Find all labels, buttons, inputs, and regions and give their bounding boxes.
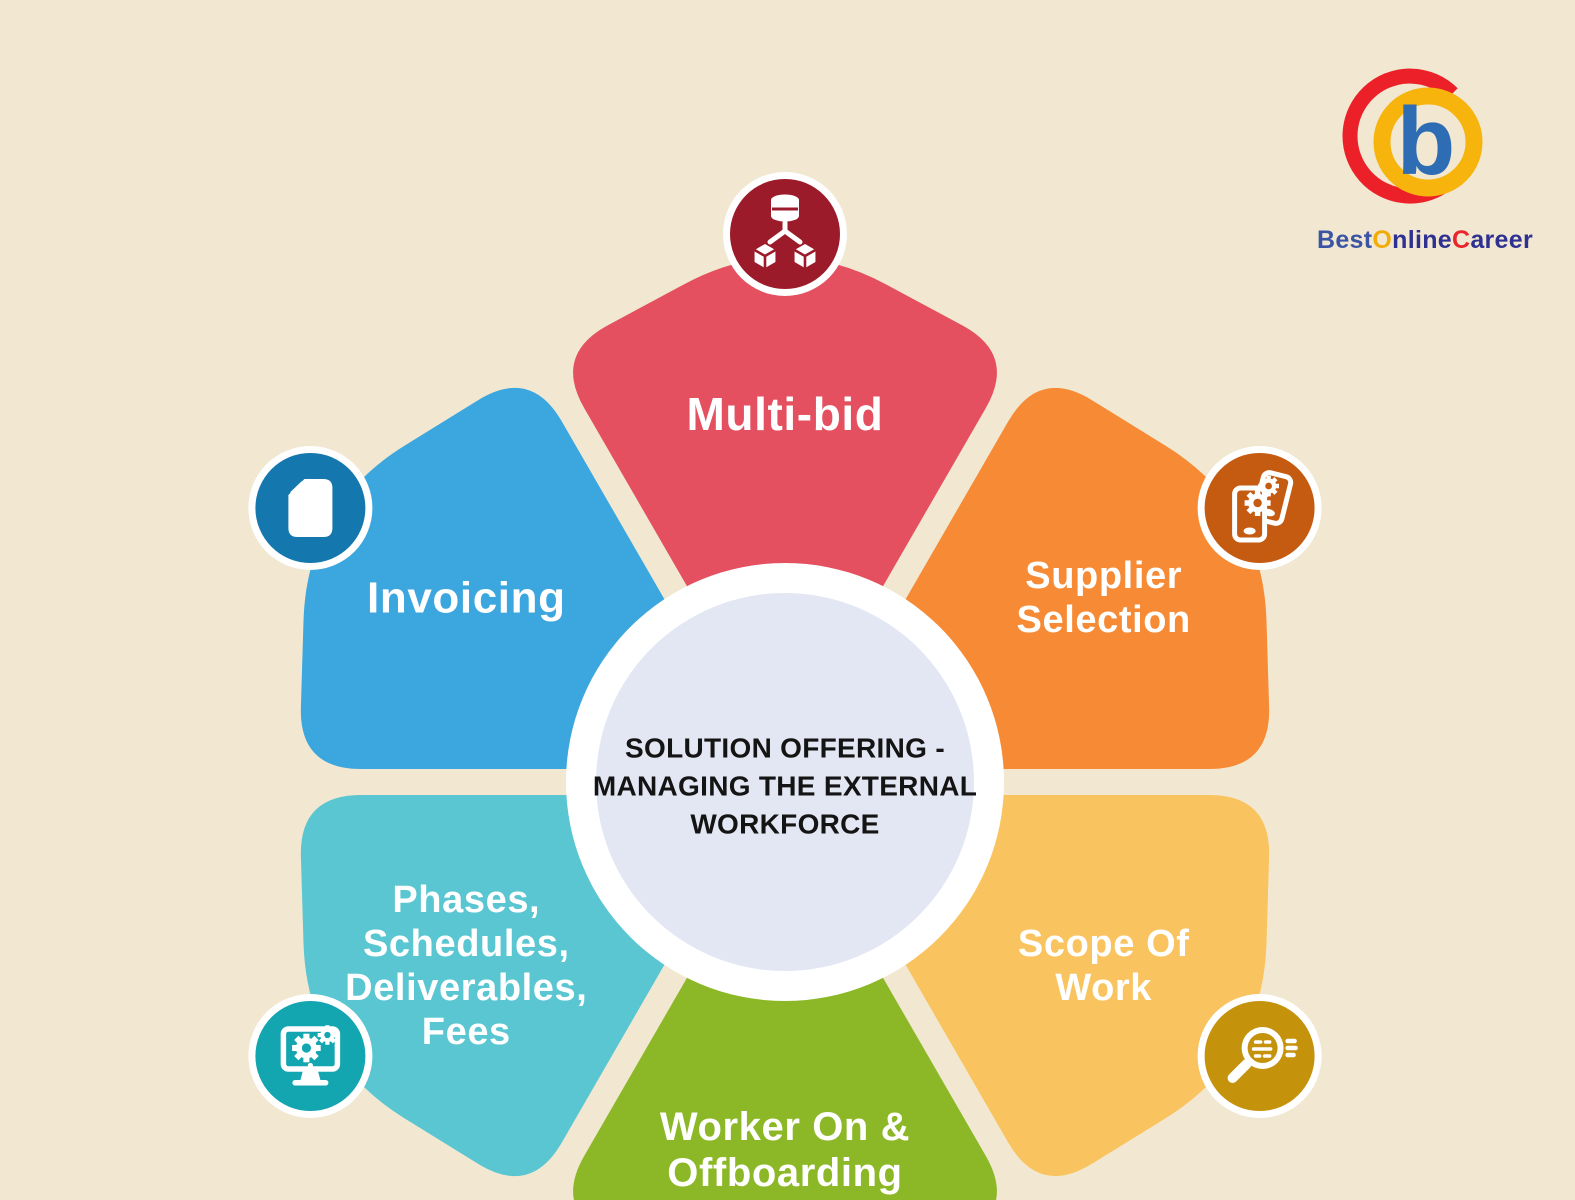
center-title: SOLUTION OFFERING - [625, 733, 945, 764]
logo-red-arc [1342, 68, 1458, 204]
logo: b BestOnlineCareer [1300, 36, 1550, 255]
logo-word-part: nline [1392, 226, 1452, 254]
petal-label-supplier-selection: Supplier [1025, 555, 1182, 597]
petal-label-phases-schedules-deliverables-fees: Schedules, [363, 923, 570, 965]
database-distribution-icon [723, 172, 847, 296]
logo-word-part: areer [1470, 226, 1533, 254]
petal-label-phases-schedules-deliverables-fees: Phases, [392, 879, 540, 921]
petal-label-scope-of-work: Scope Of [1018, 923, 1190, 965]
monitor-gears-icon [248, 994, 373, 1118]
center-title: MANAGING THE EXTERNAL [593, 771, 977, 802]
center-circle [596, 593, 974, 971]
document-icon [248, 446, 373, 570]
logo-wordmark: BestOnlineCareer [1317, 226, 1533, 255]
petal-label-scope-of-work: Work [1055, 967, 1152, 1009]
petal-label-supplier-selection: Selection [1017, 599, 1191, 641]
best-online-career-logo-icon: b [1342, 68, 1483, 204]
phones-gears-icon [1197, 446, 1322, 570]
petal-label-phases-schedules-deliverables-fees: Fees [422, 1011, 511, 1053]
magnifier-checklist-icon [1197, 994, 1322, 1118]
logo-yellow-ring [1373, 87, 1483, 197]
logo-word-part: Best [1316, 226, 1373, 254]
center-title: WORKFORCE [690, 809, 879, 840]
petal-label-phases-schedules-deliverables-fees: Deliverables, [345, 967, 587, 1009]
petal-label-worker-on-offboarding: Offboarding [667, 1151, 902, 1195]
logo-word-part: O [1372, 226, 1393, 254]
petal-multi-bid [573, 257, 997, 646]
petal-label-worker-on-offboarding: Worker On & [660, 1105, 910, 1149]
logo-b-letter: b [1397, 88, 1456, 195]
petal-worker-on-offboarding [573, 918, 997, 1200]
logo-word-part: C [1451, 226, 1471, 254]
petal-label-multi-bid: Multi-bid [687, 388, 884, 440]
petal-label-invoicing: Invoicing [367, 574, 566, 623]
